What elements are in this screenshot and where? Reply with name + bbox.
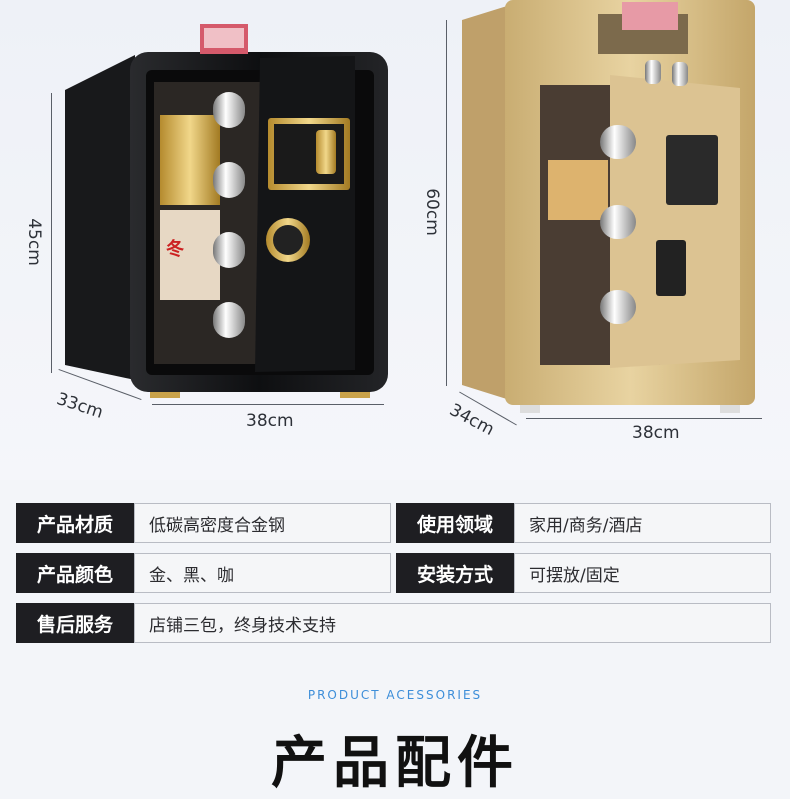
spec-value: 金、黑、咖 <box>134 553 391 593</box>
gold-safe-illustration <box>462 0 755 413</box>
right-width-label: 38cm <box>632 423 680 443</box>
spec-label: 产品材质 <box>16 503 134 543</box>
accessories-subtitle: PRODUCT ACESSORIES <box>307 688 483 702</box>
right-height-label: 60cm <box>421 188 442 236</box>
spec-value: 家用/商务/酒店 <box>514 503 771 543</box>
spec-value: 低碳高密度合金钢 <box>134 503 391 543</box>
spec-row: 安装方式 可摆放/固定 <box>396 553 772 593</box>
spec-value: 可摆放/固定 <box>514 553 771 593</box>
spec-label: 产品颜色 <box>16 553 134 593</box>
left-height-label: 45cm <box>23 218 44 266</box>
left-width-label: 38cm <box>246 411 294 431</box>
accessories-title: 产品配件 <box>271 731 519 796</box>
black-safe-illustration: 冬 <box>65 24 388 398</box>
height-line-left <box>51 93 52 373</box>
height-line-right <box>446 20 447 386</box>
spec-row: 产品材质 低碳高密度合金钢 <box>16 503 392 543</box>
spec-label: 使用领域 <box>396 503 514 543</box>
svg-text:冬: 冬 <box>166 238 184 260</box>
spec-row: 售后服务 店铺三包，终身技术支持 <box>16 603 772 643</box>
spec-row: 使用领域 家用/商务/酒店 <box>396 503 772 543</box>
width-line-left <box>152 404 384 405</box>
width-line-right <box>526 418 762 419</box>
spec-value: 店铺三包，终身技术支持 <box>134 603 771 643</box>
product-image-area: 冬 <box>0 0 790 480</box>
spec-row: 产品颜色 金、黑、咖 <box>16 553 392 593</box>
spec-label: 安装方式 <box>396 553 514 593</box>
spec-label: 售后服务 <box>16 603 134 643</box>
